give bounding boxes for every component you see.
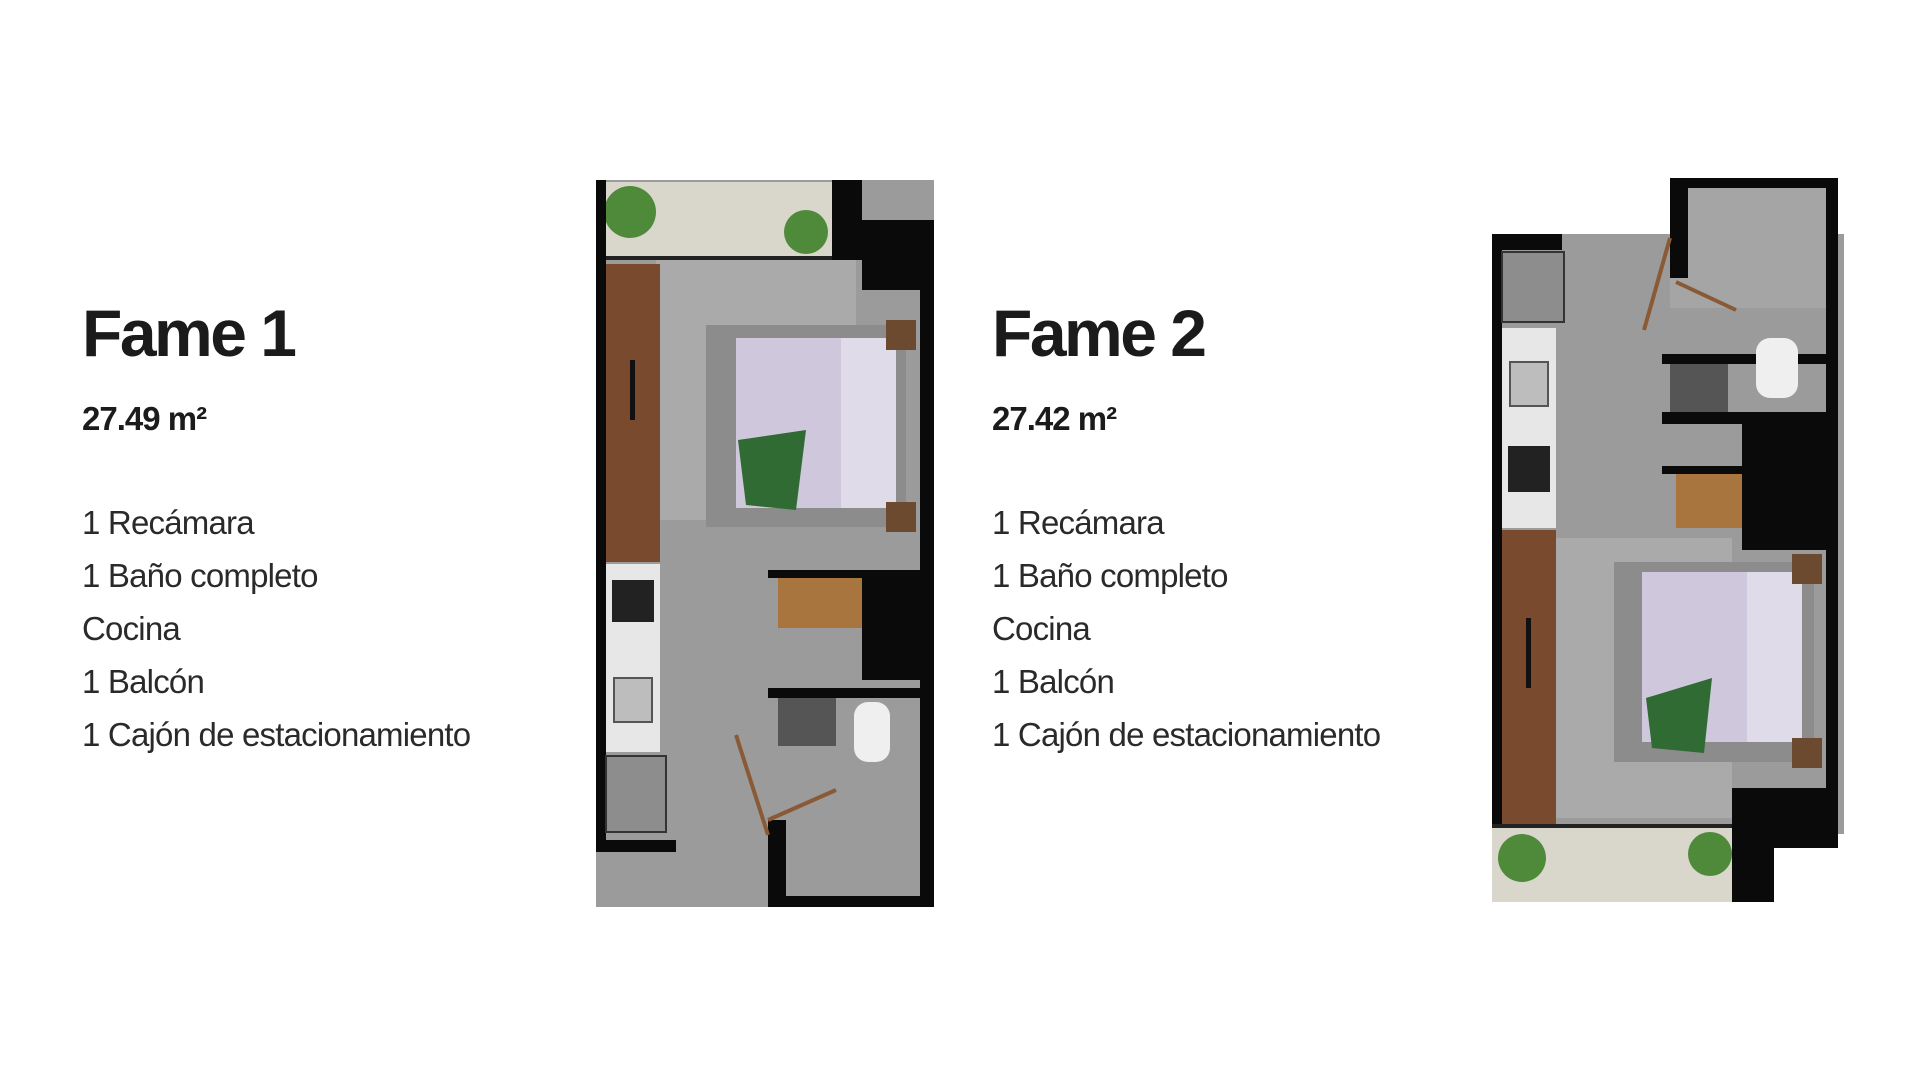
unit-title: Fame 1 — [82, 296, 297, 370]
bathroom-wall — [768, 688, 920, 698]
plant-icon — [784, 210, 828, 254]
closet — [1676, 474, 1742, 528]
wall-top-band — [1492, 234, 1562, 250]
feature-item: 1 Baño completo — [992, 557, 1228, 594]
bathroom-wall — [1662, 354, 1826, 364]
toilet-icon — [854, 702, 890, 762]
stove-icon — [612, 580, 654, 622]
wall-top-right — [832, 180, 862, 260]
pillows — [841, 338, 896, 508]
feature-list: 1 Recámara 1 Baño completo Cocina 1 Balc… — [82, 496, 471, 761]
feature-item: 1 Recámara — [82, 504, 255, 541]
balcony-rail — [600, 256, 832, 260]
entry-wall-bottom — [768, 896, 934, 907]
unit-area: 27.42 m² — [992, 400, 1117, 437]
unit-fame-1-info: Fame 1 27.49 m² 1 Recámara 1 Baño comple… — [82, 296, 471, 761]
feature-item: 1 Balcón — [82, 663, 205, 700]
tv-icon — [1526, 618, 1531, 688]
closet-wall — [768, 570, 920, 578]
feature-item: 1 Cajón de estacionamiento — [82, 716, 471, 753]
blanket — [738, 430, 806, 510]
unit-area: 27.49 m² — [82, 400, 207, 437]
entry-area — [1670, 178, 1836, 308]
wall-top-left — [1670, 178, 1688, 278]
nightstand-icon — [886, 320, 916, 350]
pillows — [1747, 572, 1802, 742]
door-swing — [1675, 280, 1737, 312]
feature-item: 1 Recámara — [992, 504, 1165, 541]
bathroom-vanity — [778, 698, 836, 746]
fridge-icon — [1501, 251, 1565, 323]
nightstand-icon — [886, 502, 916, 532]
plant-icon — [1688, 832, 1732, 876]
feature-item: 1 Baño completo — [82, 557, 318, 594]
wall-right — [1826, 178, 1838, 798]
nightstand-icon — [1792, 554, 1822, 584]
sink-icon — [613, 677, 653, 723]
feature-item: Cocina — [82, 610, 181, 647]
door-swing — [1642, 237, 1672, 331]
floor-plan-fame-2 — [1492, 178, 1844, 902]
balcony-rail — [1492, 824, 1776, 828]
nightstand-icon — [1792, 738, 1822, 768]
feature-item: Cocina — [992, 610, 1091, 647]
feature-list: 1 Recámara 1 Baño completo Cocina 1 Balc… — [992, 496, 1381, 761]
tv-icon — [630, 360, 635, 420]
closet-wall-side — [862, 570, 920, 680]
wall-top — [1670, 178, 1836, 188]
kitchen-counter — [1502, 328, 1556, 528]
sink-icon — [1509, 361, 1549, 407]
door-swing — [734, 734, 770, 836]
bathroom-wall-bottom — [1662, 412, 1826, 424]
fridge-icon — [605, 755, 667, 833]
door-swing — [767, 788, 837, 822]
unit-fame-2-info: Fame 2 27.42 m² 1 Recámara 1 Baño comple… — [992, 296, 1381, 761]
bathroom-vanity — [1670, 364, 1728, 412]
feature-item: 1 Cajón de estacionamiento — [992, 716, 1381, 753]
stove-icon — [1508, 446, 1550, 492]
wall-right — [920, 220, 934, 907]
entry-wall — [768, 820, 786, 907]
wall-bottom — [596, 840, 676, 852]
unit-title: Fame 2 — [992, 296, 1207, 370]
closet — [778, 578, 862, 628]
floor-plan-fame-1 — [596, 180, 934, 907]
plant-icon — [1498, 834, 1546, 882]
wall-left — [1492, 234, 1502, 834]
feature-item: 1 Balcón — [992, 663, 1115, 700]
wall-bottom-right-2 — [1732, 828, 1774, 902]
toilet-icon — [1756, 338, 1798, 398]
plant-icon — [604, 186, 656, 238]
closet-wall — [1662, 466, 1742, 474]
wall-top-right-2 — [862, 220, 934, 290]
wall-left — [596, 180, 606, 852]
blanket — [1646, 678, 1712, 753]
utility-wall — [1742, 424, 1826, 550]
